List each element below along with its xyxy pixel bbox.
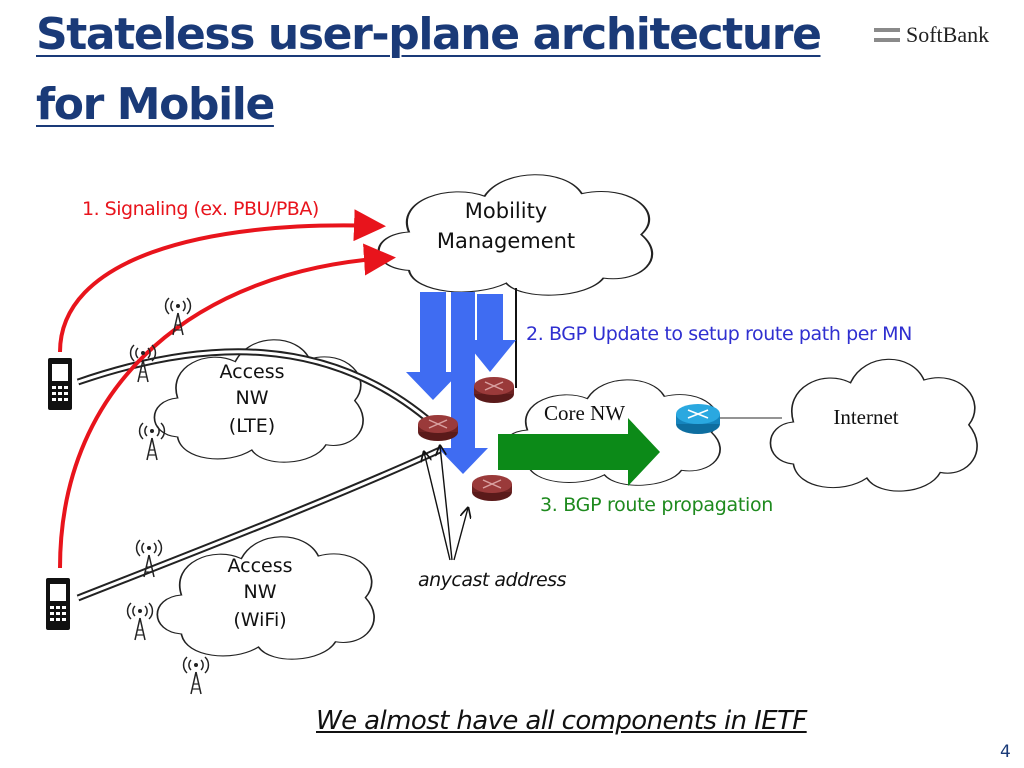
lte-link-inner (77, 350, 442, 432)
access-lte-label-line-2: NW (236, 387, 269, 409)
anycast-label: anycast address (418, 569, 567, 591)
mobile-phone-icon (46, 578, 70, 630)
title-line-1: Stateless user-plane architecture (36, 9, 822, 60)
anycast-pointer (453, 508, 468, 561)
anycast-pointer (424, 452, 451, 561)
logo-text: SoftBank (906, 22, 990, 47)
bgp-update-arrow (438, 292, 488, 474)
core-router-icon (676, 404, 720, 434)
access-wifi-label-line-1: Access (227, 555, 292, 577)
access-lte-label-line-3: (LTE) (229, 415, 275, 437)
wifi-link-inner (77, 448, 441, 600)
signaling-arrow-top (58, 209, 386, 353)
signaling-label: 1. Signaling (ex. PBU/PBA) (82, 198, 319, 220)
antenna-icon (164, 297, 192, 336)
antenna-icon (126, 602, 154, 641)
bgp-update-label: 2. BGP Update to setup route path per MN (526, 323, 912, 345)
bgp-update-arrow (464, 294, 516, 372)
slide-title: Stateless user-plane architecture for Mob… (36, 0, 822, 140)
router-icon (417, 414, 459, 442)
antenna-icon (182, 656, 210, 695)
mobility-label-line-1: Mobility (465, 199, 547, 223)
router-icon (471, 474, 513, 502)
softbank-logo: SoftBank (874, 22, 989, 48)
core-nw-label: Core NW (544, 401, 625, 425)
mobility-label-line-2: Management (437, 229, 575, 253)
title-line-2: for Mobile (36, 79, 275, 130)
internet-label: Internet (833, 405, 898, 429)
mobile-phone-icon (48, 358, 72, 410)
bgp-propagation-arrow (498, 418, 660, 486)
access-lte-label-line-1: Access (219, 361, 284, 383)
bgp-update-arrow (406, 292, 460, 400)
anycast-pointer (440, 446, 453, 561)
page-number: 4 (1000, 742, 1011, 762)
bgp-propagation-label: 3. BGP route propagation (540, 494, 773, 516)
footer-text: We almost have all components in IETF (316, 706, 807, 736)
access-wifi-label-line-2: NW (244, 581, 277, 603)
router-icon (473, 376, 515, 404)
access-wifi-label-line-3: (WiFi) (233, 609, 286, 631)
softbank-logo-mark (874, 28, 900, 42)
